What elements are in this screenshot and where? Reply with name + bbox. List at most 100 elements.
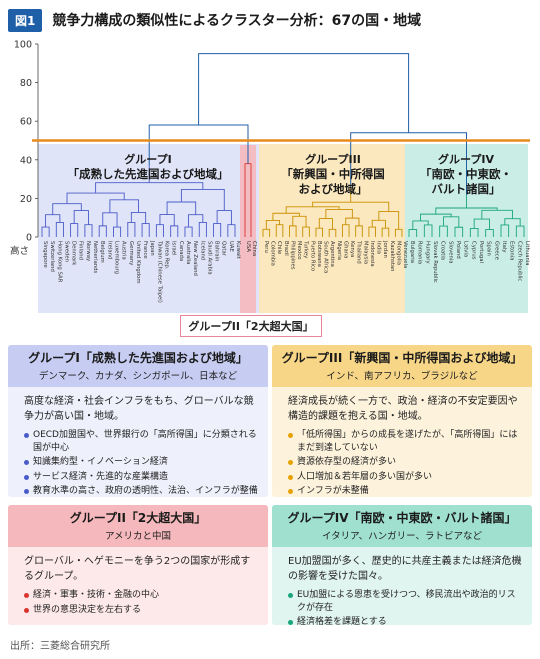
group2-feature-list: 経済・軍事・技術・金融の中心 世界の意思決定を左右する (24, 589, 258, 616)
g3-branch (345, 217, 360, 226)
g1-branch (155, 224, 164, 237)
y-tick-label: 20 (20, 194, 32, 205)
g3-branch (265, 219, 280, 230)
group4-panel: グループIV「南欧・中東欧・バルト諸国」 イタリア、ハンガリー、ラトビアなど E… (272, 505, 532, 625)
group3-panel-title: グループIII「新興国・中所得国および地域」 (281, 351, 523, 365)
g4-branch (412, 220, 429, 230)
group3-panel-subtitle: インド、南アフリカ、ブラジルなど (326, 371, 478, 382)
leaf-label: Canada (178, 241, 184, 261)
leaf-label: Cyprus (470, 241, 476, 260)
leaf-label: Finland (78, 241, 84, 260)
g4-label: 「南欧・中東欧・ (420, 167, 512, 181)
leaf-label: Switzerland (49, 241, 55, 272)
group2-panel-title: グループII「2大超大国」 (69, 511, 207, 525)
leaf-label: Chile (276, 241, 282, 254)
group2-panel-header: グループII「2大超大国」 アメリカと中国 (8, 505, 268, 547)
leaf-label: Belgium (99, 241, 105, 263)
g1-branch (141, 223, 150, 237)
g3-branch (325, 208, 353, 219)
leaf-label: Venezuela (402, 241, 408, 268)
leaf-label: Luxembourg (113, 241, 119, 274)
leaf-label: Malaysia (362, 241, 368, 264)
header: 図1 競争力構成の類似性によるクラスター分析：67の国・地域 (8, 8, 421, 32)
leaf-label: Czech Republic (516, 241, 522, 281)
g1-branch (227, 224, 236, 237)
g1-branch (98, 225, 107, 237)
group1-panel-subtitle: デンマーク、カナダ、シンガポール、日本など (38, 371, 238, 382)
g1-branch (66, 192, 125, 204)
leaf-label: Spain (486, 241, 492, 256)
leaf-label: Japan (149, 240, 155, 256)
g1-label: 「成熟した先進国および地域」 (68, 167, 229, 181)
leaf-label: China (251, 241, 257, 256)
g1-branch (95, 182, 204, 194)
group3-panel-body: 経済成長が続く一方で、政治・経済の不安定要因や構造的課題を抱える国・地域。 「低… (272, 387, 532, 497)
g4-branch (481, 209, 513, 220)
y-axis-label: 高さ (10, 245, 29, 257)
leaf-label: Israel (171, 241, 177, 255)
page-title: 競争力構成の類似性によるクラスター分析：67の国・地域 (52, 13, 422, 29)
g1-branch (84, 224, 93, 237)
leaf-label: Ghana (342, 241, 348, 258)
group4-feature-list: EU加盟による恩恵を受けつつ、移民流出や政治的リスクが存在 経済格差を課題とする (288, 589, 522, 625)
leaf-label: Bahrain (214, 241, 220, 262)
group1-panel-lead: 高度な経済・社会インフラをもち、グローバルな競争力が高い国・地域。 (24, 396, 254, 422)
leaf-label: Netherlands (92, 241, 98, 274)
leaf-label: Slovak Republic (432, 241, 438, 283)
g1-branch (213, 223, 222, 237)
group3-panel-lead: 経済成長が続く一方で、政治・経済の不安定要因や構造的課題を抱える国・地域。 (288, 396, 518, 422)
group4-panel-subtitle: イタリア、ハンガリー、ラトビアなど (321, 531, 483, 542)
g1-branch (41, 226, 50, 237)
group4-panel-body: EU加盟国が多く、歴史的に共産主義または経済危機の影響を受けた国々。 EU加盟に… (272, 547, 532, 625)
leaf-label: Taiwan (Chinese Taipei) (156, 240, 162, 303)
list-item: 「低所得国」からの成長を遂げたが、「高所得国」にはまだ到達していない (288, 429, 522, 454)
group2-panel-lead: グローバル・ヘゲモニーを争う2つの国家が形成するグループ。 (24, 556, 251, 582)
leaf-label: Australia (185, 241, 191, 264)
leaf-label: Romania (417, 241, 423, 264)
group2-callout: グループII「2大超大国」 (180, 315, 322, 337)
group2-panel-body: グローバル・ヘゲモニーを争う2つの国家が形成するグループ。 経済・軍事・技術・金… (8, 547, 268, 624)
leaf-label: Philippines (289, 241, 295, 270)
leaf-label: Austria (121, 241, 127, 260)
g4-branch (439, 225, 448, 237)
leaf-label: Brazil (283, 241, 289, 256)
leaf-label: Turkey (303, 240, 309, 258)
leaf-label: Mongolia (395, 241, 401, 265)
list-item: 教育水準の高さ、政府の透明性、法治、インフラが整備 (24, 485, 258, 497)
g1-branch (52, 203, 82, 215)
g4-branch (515, 225, 525, 237)
leaf-label: Slovenia (447, 241, 453, 264)
leaf-label: Denmark (71, 241, 77, 266)
group1-panel-title: グループI「成熟した先進国および地域」 (28, 351, 248, 365)
leaf-label: Thailand (356, 240, 362, 264)
g4-branch (504, 218, 521, 227)
g1-branch (113, 226, 122, 237)
leaf-label: Botswana (316, 241, 322, 267)
leaf-label: Puerto Rico (309, 241, 315, 271)
g1-branch (184, 226, 193, 237)
y-tick-label: 80 (20, 78, 32, 89)
leaf-label: Nigeria (336, 241, 342, 260)
g4-branch (408, 229, 418, 237)
leaf-label: Italy (501, 241, 507, 253)
g3-branch (292, 215, 307, 228)
leaf-label: Saudi Arabia (206, 241, 212, 275)
g3-branch (285, 206, 340, 214)
leaf-label: Norway (85, 241, 91, 261)
leaf-label: Estonia (509, 241, 515, 261)
list-item: OECD加盟国や、世界銀行の「高所得国」に分類される国が中心 (24, 429, 258, 454)
merge-root (198, 53, 410, 133)
leaf-label: Colombia (270, 241, 276, 266)
leaf-label: Kenya (349, 241, 355, 257)
leaf-label: Hong Kong SAR (56, 241, 62, 283)
list-item: インフラが未整備 (288, 485, 522, 497)
g4-branch (500, 224, 510, 237)
leaf-label: Poland (455, 241, 461, 259)
g1-branch (127, 221, 136, 237)
leaf-label: Latvia (463, 241, 469, 257)
group1-feature-list: OECD加盟国や、世界銀行の「高所得国」に分類される国が中心 知識集約型・イノベ… (24, 429, 258, 497)
g3-label: および地域」 (299, 182, 368, 196)
leaf-label: Jordan (382, 240, 388, 258)
g3-band (259, 144, 405, 313)
g4-branch (423, 224, 433, 237)
